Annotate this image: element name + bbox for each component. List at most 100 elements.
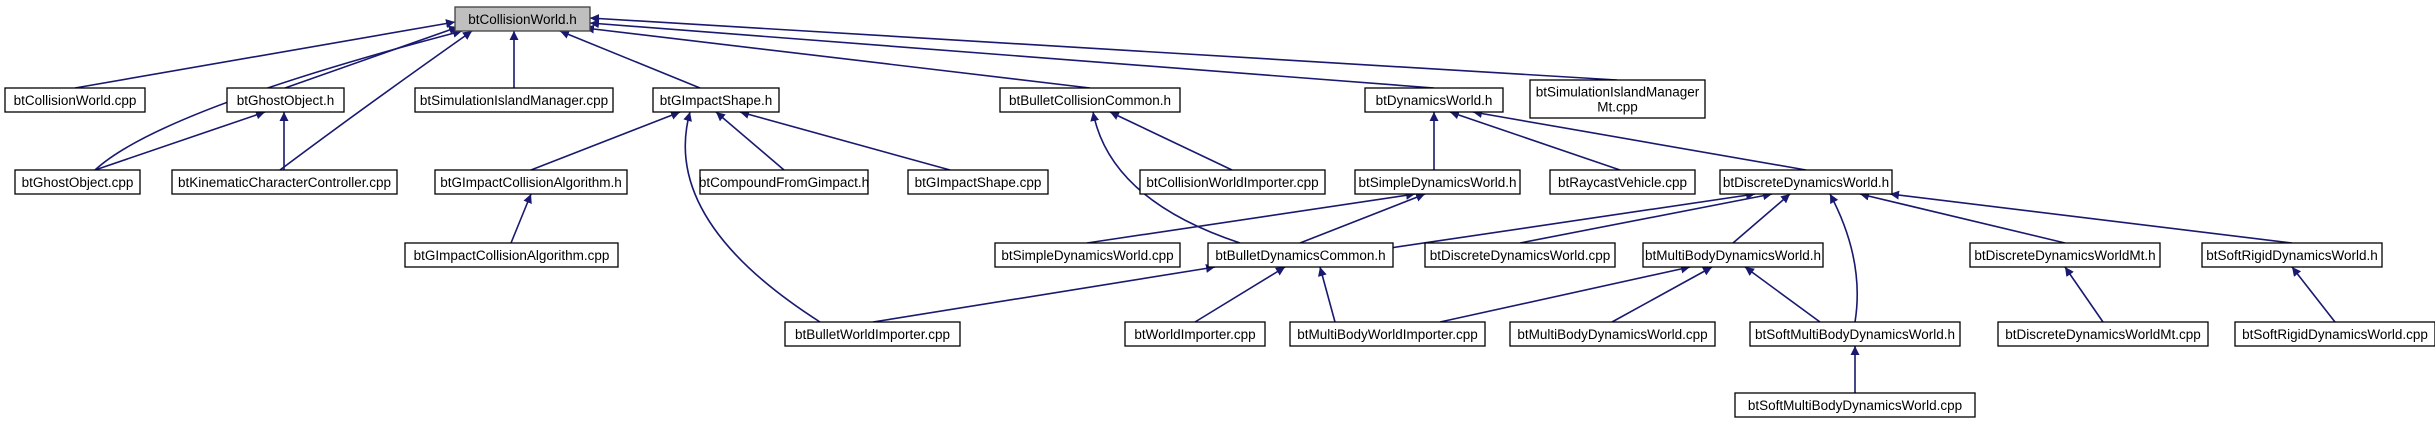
edge-discretedynamicsworld-h-to-dynamicsworld-h xyxy=(1472,109,1807,171)
node-gimpactshape-cpp[interactable]: btGImpactShape.cpp xyxy=(907,169,1049,195)
node-multibodydynamicsworld-cpp[interactable]: btMultiBodyDynamicsWorld.cpp xyxy=(1509,321,1716,347)
node-raycastvehicle-cpp[interactable]: btRaycastVehicle.cpp xyxy=(1549,169,1696,195)
node-discretedynamicsworld-h[interactable]: btDiscreteDynamicsWorld.h xyxy=(1719,169,1893,195)
edge-ghostobject-cpp-to-collisionworld-h xyxy=(94,28,463,171)
edge-collisionworld-cpp-to-collisionworld-h xyxy=(74,19,456,89)
node-box-discretedynamicsworld-h xyxy=(1719,169,1893,195)
edge-bulletcollisioncommon-h-to-collisionworld-h xyxy=(584,24,1091,89)
node-bulletcollisioncommon-h[interactable]: btBulletCollisionCommon.h xyxy=(999,87,1181,113)
node-ghostobject-h[interactable]: btGhostObject.h xyxy=(226,87,345,113)
node-multibodyworldimporter-cpp[interactable]: btMultiBodyWorldImporter.cpp xyxy=(1289,321,1486,347)
node-label-bulletdynamicscommon-h: btBulletDynamicsCommon.h xyxy=(1215,248,1385,263)
node-worldimporter-cpp[interactable]: btWorldImporter.cpp xyxy=(1124,321,1266,347)
node-label-bulletcollisioncommon-h: btBulletCollisionCommon.h xyxy=(1009,93,1171,108)
node-box-bulletworldimporter-cpp xyxy=(784,321,961,347)
edge-gimpactcollalg-h-to-gimpactshape-h xyxy=(530,111,681,171)
node-collisionworld-h[interactable]: btCollisionWorld.h xyxy=(454,6,591,32)
node-box-bulletcollisioncommon-h xyxy=(999,87,1181,113)
node-label-softrigiddynamicsworld-cpp: btSoftRigidDynamicsWorld.cpp xyxy=(2242,327,2428,342)
node-label-discretedynamicsworld-h: btDiscreteDynamicsWorld.h xyxy=(1723,175,1889,190)
edge-raycastvehicle-cpp-to-dynamicsworld-h xyxy=(1449,110,1621,171)
edge-dynamicsworld-h-to-collisionworld-h xyxy=(589,19,1435,89)
node-label-multibodyworldimporter-cpp: btMultiBodyWorldImporter.cpp xyxy=(1297,327,1478,342)
node-simpledynamicsworld-h[interactable]: btSimpleDynamicsWorld.h xyxy=(1354,169,1521,195)
node-label-bulletworldimporter-cpp: btBulletWorldImporter.cpp xyxy=(795,327,950,342)
edge-simpledynamicsworld-cpp-to-simpledynamicsworld-h xyxy=(1086,190,1416,244)
node-label-simislandmgr-cpp: btSimulationIslandManager.cpp xyxy=(420,93,608,108)
node-kinematiccc-cpp[interactable]: btKinematicCharacterController.cpp xyxy=(171,169,398,195)
node-label-ghostobject-h: btGhostObject.h xyxy=(237,93,335,108)
node-box-gimpactcollalg-cpp xyxy=(404,242,619,268)
node-label-discretedynamicsworldmt-cpp: btDiscreteDynamicsWorldMt.cpp xyxy=(2005,327,2201,342)
node-label-collisionworld-h: btCollisionWorld.h xyxy=(468,12,577,27)
node-box-compoundfromgimpact-h xyxy=(699,169,869,195)
node-label-simpledynamicsworld-cpp: btSimpleDynamicsWorld.cpp xyxy=(1001,248,1173,263)
node-label-gimpactshape-cpp: btGImpactShape.cpp xyxy=(915,175,1042,190)
edge-discretedynamicsworldmt-h-to-discretedynamicsworld-h xyxy=(1859,191,2066,244)
node-collisionworld-cpp[interactable]: btCollisionWorld.cpp xyxy=(4,87,146,113)
node-softmultibodydynamicsworld-h[interactable]: btSoftMultiBodyDynamicsWorld.h xyxy=(1749,321,1961,347)
node-bulletworldimporter-cpp[interactable]: btBulletWorldImporter.cpp xyxy=(784,321,961,347)
node-box-simislandmgr-cpp xyxy=(414,87,614,113)
node-box-discretedynamicsworldmt-cpp xyxy=(1997,321,2209,347)
node-box-softrigiddynamicsworld-h xyxy=(2201,242,2383,268)
node-box-multibodydynamicsworld-cpp xyxy=(1509,321,1716,347)
node-simpledynamicsworld-cpp[interactable]: btSimpleDynamicsWorld.cpp xyxy=(994,242,1181,268)
edge-gimpactshape-h-to-collisionworld-h xyxy=(559,30,701,89)
node-ghostobject-cpp[interactable]: btGhostObject.cpp xyxy=(14,169,141,195)
edge-ghostobject-h-to-collisionworld-h xyxy=(284,25,459,89)
node-box-ghostobject-h xyxy=(226,87,345,113)
node-box-ghostobject-cpp xyxy=(14,169,141,195)
node-label-raycastvehicle-cpp: btRaycastVehicle.cpp xyxy=(1558,175,1687,190)
edge-simislandmgrmt-cpp-to-collisionworld-h xyxy=(589,14,1618,81)
node-box-gimpactcollalg-h xyxy=(434,169,628,195)
node-collisionworldimporter-cpp[interactable]: btCollisionWorldImporter.cpp xyxy=(1139,169,1326,195)
node-dynamicsworld-h[interactable]: btDynamicsWorld.h xyxy=(1364,87,1504,113)
node-box-softmultibodydynamicsworld-cpp xyxy=(1734,392,1976,418)
node-label-worldimporter-cpp: btWorldImporter.cpp xyxy=(1134,327,1255,342)
node-box-collisionworld-cpp xyxy=(4,87,146,113)
node-label-dynamicsworld-h: btDynamicsWorld.h xyxy=(1376,93,1493,108)
node-discretedynamicsworldmt-h[interactable]: btDiscreteDynamicsWorldMt.h xyxy=(1969,242,2161,268)
node-box-simpledynamicsworld-h xyxy=(1354,169,1521,195)
node-discretedynamicsworld-cpp[interactable]: btDiscreteDynamicsWorld.cpp xyxy=(1424,242,1616,268)
node-simislandmgr-cpp[interactable]: btSimulationIslandManager.cpp xyxy=(414,87,614,113)
node-compoundfromgimpact-h[interactable]: btCompoundFromGimpact.h xyxy=(699,169,869,195)
edge-worldimporter-cpp-to-bulletdynamicscommon-h xyxy=(1194,266,1286,323)
node-softmultibodydynamicsworld-cpp[interactable]: btSoftMultiBodyDynamicsWorld.cpp xyxy=(1734,392,1976,418)
node-box-kinematiccc-cpp xyxy=(171,169,398,195)
node-gimpactshape-h[interactable]: btGImpactShape.h xyxy=(652,87,780,113)
edge-softmultibodydynamicsworld-h-to-discretedynamicsworld-h xyxy=(1829,193,1858,323)
node-box-raycastvehicle-cpp xyxy=(1549,169,1696,195)
node-gimpactcollalg-cpp[interactable]: btGImpactCollisionAlgorithm.cpp xyxy=(404,242,619,268)
node-label-discretedynamicsworldmt-h: btDiscreteDynamicsWorldMt.h xyxy=(1974,248,2155,263)
edge-bulletdynamicscommon-h-to-simpledynamicsworld-h xyxy=(1299,193,1426,244)
node-gimpactcollalg-h[interactable]: btGImpactCollisionAlgorithm.h xyxy=(434,169,628,195)
nodes-layer: btCollisionWorld.h btCollisionWorld.cpp bt… xyxy=(4,6,2435,418)
node-box-collisionworldimporter-cpp xyxy=(1139,169,1326,195)
node-label-collisionworld-cpp: btCollisionWorld.cpp xyxy=(14,93,137,108)
edge-bulletdynamicscommon-h-to-bulletcollisioncommon-h xyxy=(1090,111,1241,244)
edge-softrigiddynamicsworld-h-to-discretedynamicsworld-h xyxy=(1889,190,2293,244)
node-softrigiddynamicsworld-cpp[interactable]: btSoftRigidDynamicsWorld.cpp xyxy=(2234,321,2435,347)
node-multibodydynamicsworld-h[interactable]: btMultiBodyDynamicsWorld.h xyxy=(1642,242,1824,268)
node-box-dynamicsworld-h xyxy=(1364,87,1504,113)
edge-bulletworldimporter-cpp-to-gimpactshape-h xyxy=(683,111,821,323)
node-discretedynamicsworldmt-cpp[interactable]: btDiscreteDynamicsWorldMt.cpp xyxy=(1997,321,2209,347)
node-box-simpledynamicsworld-cpp xyxy=(994,242,1181,268)
edge-discretedynamicsworldmt-cpp-to-discretedynamicsworldmt-h xyxy=(2064,266,2104,323)
node-label-multibodydynamicsworld-cpp: btMultiBodyDynamicsWorld.cpp xyxy=(1517,327,1707,342)
node-label-simislandmgrmt-cpp-line-1: btSimulationIslandManager xyxy=(1536,85,1700,100)
edge-bulletworldimporter-cpp-to-bulletdynamicscommon-h xyxy=(872,263,1216,323)
edge-multibodydynamicsworld-h-to-discretedynamicsworld-h xyxy=(1732,193,1791,244)
node-label-collisionworldimporter-cpp: btCollisionWorldImporter.cpp xyxy=(1146,175,1318,190)
node-label-softmultibodydynamicsworld-h: btSoftMultiBodyDynamicsWorld.h xyxy=(1755,327,1955,342)
node-bulletdynamicscommon-h[interactable]: btBulletDynamicsCommon.h xyxy=(1207,242,1394,268)
node-label-gimpactshape-h: btGImpactShape.h xyxy=(660,93,773,108)
edges-layer xyxy=(74,14,2336,393)
node-box-simislandmgrmt-cpp xyxy=(1529,79,1706,119)
node-label-gimpactcollalg-cpp: btGImpactCollisionAlgorithm.cpp xyxy=(414,248,610,263)
edge-collisionworldimporter-cpp-to-bulletcollisioncommon-h xyxy=(1109,111,1233,171)
node-softrigiddynamicsworld-h[interactable]: btSoftRigidDynamicsWorld.h xyxy=(2201,242,2383,268)
